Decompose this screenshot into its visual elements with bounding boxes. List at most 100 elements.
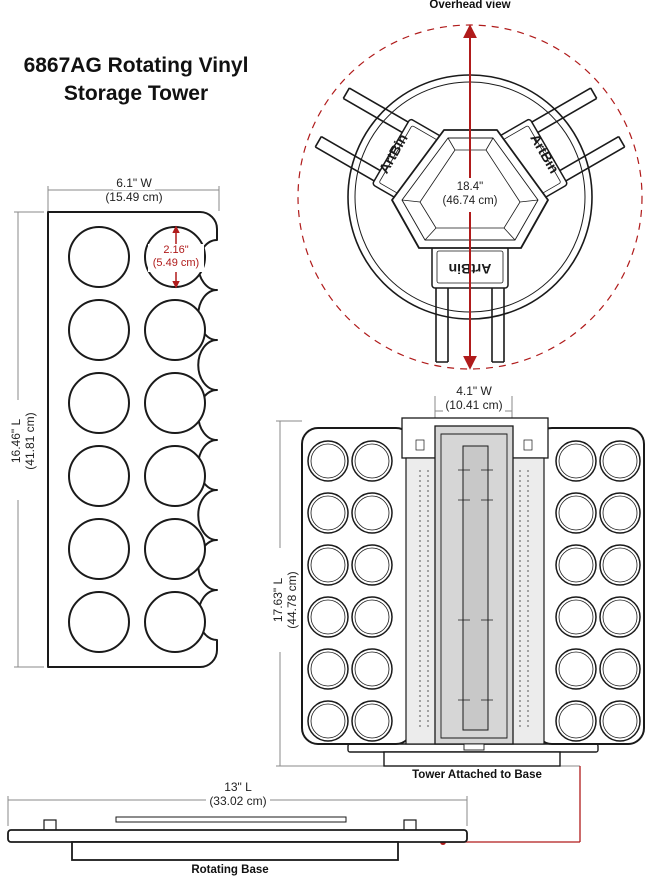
tower-spine bbox=[401, 417, 549, 751]
panel-hole bbox=[68, 299, 130, 361]
panel-length-in: 16.46" L bbox=[9, 418, 23, 464]
tower-right-hole bbox=[599, 492, 641, 534]
tower-right-hole-inner bbox=[558, 547, 594, 583]
tower-left-hole-inner bbox=[354, 703, 390, 739]
base-foot bbox=[71, 841, 399, 861]
tower-length-cm: (44.78 cm) bbox=[285, 571, 299, 629]
panel-hole-in: 2.16" bbox=[163, 244, 189, 256]
tower-right-hole bbox=[555, 596, 597, 638]
tower-left-hole-inner bbox=[310, 703, 346, 739]
tower-left-hole bbox=[307, 544, 349, 586]
tower-right-hole bbox=[555, 440, 597, 482]
tower-left-hole bbox=[351, 544, 393, 586]
panel-hole bbox=[68, 591, 130, 653]
tower-left-hole bbox=[351, 648, 393, 690]
panel-hole-cm: (5.49 cm) bbox=[152, 257, 200, 269]
tower-right-hole-inner bbox=[602, 599, 638, 635]
tower-base-foot bbox=[383, 751, 561, 767]
panel-hole bbox=[144, 299, 206, 361]
title-line-1: 6867AG Rotating Vinyl bbox=[23, 54, 249, 77]
tower-right-hole-inner bbox=[602, 547, 638, 583]
tower-left-hole-inner bbox=[310, 547, 346, 583]
tower-left-hole-inner bbox=[310, 495, 346, 531]
tower-left-holes bbox=[307, 440, 393, 742]
panel-hole bbox=[68, 226, 130, 288]
base-caption: Rotating Base bbox=[191, 864, 269, 876]
rotating-base-view bbox=[7, 796, 468, 861]
tower-left-hole bbox=[307, 492, 349, 534]
tower-right-hole bbox=[599, 596, 641, 638]
tower-right-hole bbox=[599, 648, 641, 690]
panel-length-cm: (41.81 cm) bbox=[23, 412, 37, 470]
panel-holes bbox=[68, 226, 206, 653]
overhead-diameter-label: 18.4" (46.74 cm) bbox=[430, 180, 510, 208]
tower-width-in: 4.1" W bbox=[456, 384, 492, 398]
tower-left-hole bbox=[307, 596, 349, 638]
tower-right-hole bbox=[599, 700, 641, 742]
panel-hole bbox=[68, 518, 130, 580]
title-line-2: Storage Tower bbox=[63, 82, 209, 105]
tower-right-hole-inner bbox=[602, 651, 638, 687]
base-top-ridge bbox=[115, 816, 347, 823]
panel-width-in: 6.1" W bbox=[113, 176, 155, 190]
tower-left-hole bbox=[351, 700, 393, 742]
tower-length-label: 17.63" L (44.78 cm) bbox=[271, 550, 301, 650]
tower-left-hole-inner bbox=[354, 443, 390, 479]
tower-left-hole bbox=[307, 700, 349, 742]
panel-hole bbox=[144, 445, 206, 507]
tower-right-hole bbox=[555, 544, 597, 586]
tower-left-hole-inner bbox=[354, 651, 390, 687]
tower-right-hole-inner bbox=[558, 651, 594, 687]
base-plate bbox=[7, 829, 468, 843]
panel-width-cm: (15.49 cm) bbox=[105, 190, 163, 204]
tower-right-hole-inner bbox=[602, 495, 638, 531]
overhead-diameter-cm: (46.74 cm) bbox=[442, 195, 498, 207]
tower-left-hole-inner bbox=[354, 495, 390, 531]
tower-width-cm: (10.41 cm) bbox=[443, 398, 505, 412]
tower-left-hole bbox=[307, 648, 349, 690]
tower-left-hole-inner bbox=[354, 599, 390, 635]
tower-left-hole bbox=[351, 440, 393, 482]
panel-hole bbox=[68, 445, 130, 507]
base-length-label: 13" L (33.02 cm) bbox=[188, 780, 288, 808]
tower-right-hole bbox=[555, 700, 597, 742]
page-title: 6867AG Rotating Vinyl Storage Tower bbox=[0, 52, 272, 108]
base-length-in: 13" L bbox=[224, 780, 252, 794]
tower-left-hole bbox=[351, 596, 393, 638]
overhead-caption: Overhead view bbox=[429, 0, 511, 11]
overhead-panel-left bbox=[314, 87, 447, 206]
tower-right-hole bbox=[599, 544, 641, 586]
tower-right-hole bbox=[599, 440, 641, 482]
panel-hole bbox=[144, 591, 206, 653]
overhead-diameter-in: 18.4" bbox=[456, 181, 484, 193]
tower-left-hole-inner bbox=[310, 651, 346, 687]
tower-right-hole-inner bbox=[558, 495, 594, 531]
tower-caption: Tower Attached to Base bbox=[412, 769, 542, 781]
tower-left-hole bbox=[351, 492, 393, 534]
tower-right-hole bbox=[555, 492, 597, 534]
tower-right-hole-inner bbox=[602, 443, 638, 479]
overhead-view: ArtBin ArtBin ArtBin bbox=[297, 24, 643, 370]
panel-hole bbox=[68, 372, 130, 434]
panel-width-label: 6.1" W (15.49 cm) bbox=[84, 176, 184, 204]
tower-right-hole-inner bbox=[558, 599, 594, 635]
tower-left-hole-inner bbox=[310, 599, 346, 635]
tower-right-hole-inner bbox=[558, 703, 594, 739]
panel-length-label: 16.46" L (41.81 cm) bbox=[9, 391, 39, 491]
panel-hole-label: 2.16" (5.49 cm) bbox=[146, 244, 206, 270]
tower-length-in: 17.63" L bbox=[271, 577, 285, 623]
tower-right-hole-inner bbox=[602, 703, 638, 739]
tower-left-hole bbox=[307, 440, 349, 482]
tower-width-label: 4.1" W (10.41 cm) bbox=[424, 384, 524, 412]
tower-left-hole-inner bbox=[354, 547, 390, 583]
tower-view bbox=[268, 396, 645, 845]
panel-hole bbox=[144, 372, 206, 434]
panel-hole bbox=[144, 518, 206, 580]
tower-left-hole-inner bbox=[310, 443, 346, 479]
panel-view bbox=[6, 186, 220, 668]
base-length-cm: (33.02 cm) bbox=[206, 794, 270, 808]
tower-right-hole bbox=[555, 648, 597, 690]
tower-right-holes bbox=[555, 440, 641, 742]
